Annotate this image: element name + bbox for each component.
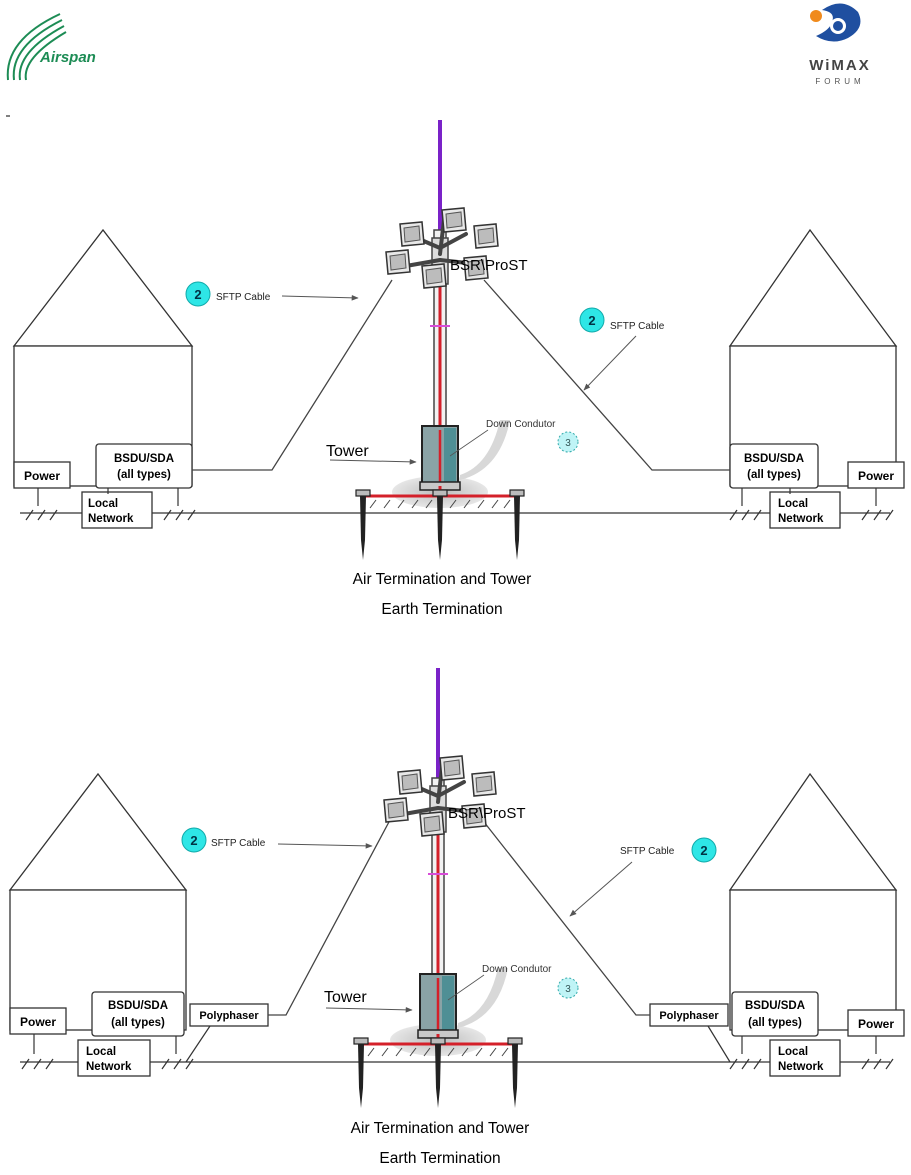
bsr-label: BSR\ProST: [450, 257, 528, 274]
polyphaser-label-right: Polyphaser: [659, 1010, 719, 1022]
sftp-cable-left: [268, 819, 391, 1016]
cable-number-right: 2: [700, 843, 707, 858]
network-label-left-1: Local: [88, 498, 118, 510]
power-label-right: Power: [858, 469, 894, 483]
bsdu-label-right-1: BSDU/SDA: [744, 453, 804, 465]
sftp-cable-left: [192, 279, 393, 471]
bsdu-box-left: [91, 991, 185, 1037]
power-label-left: Power: [20, 1015, 56, 1029]
tower-1: [356, 120, 524, 560]
sftp-cable-right: [483, 821, 650, 1016]
sftp-cable-right: [483, 279, 730, 471]
cable-number-left: 2: [194, 287, 201, 302]
wimax-logo-text: WiMAX: [809, 57, 871, 74]
airspan-logo-text: Airspan: [39, 49, 96, 66]
cable-number-badge-left: [181, 827, 207, 853]
network-label-right-2: Network: [778, 1061, 824, 1073]
cable-number-left: 2: [190, 833, 197, 848]
cable-label-right: SFTP Cable: [610, 321, 665, 332]
network-label-left-1: Local: [86, 1046, 116, 1058]
down-conductor-badge: [557, 977, 579, 999]
bsdu-label-left-1: BSDU/SDA: [108, 1000, 168, 1012]
network-label-right-2: Network: [778, 513, 824, 525]
bsdu-label-right-1: BSDU/SDA: [745, 1000, 805, 1012]
caption-line-2: Earth Termination: [379, 1150, 500, 1167]
down-conductor-label: Down Condutor: [482, 964, 552, 975]
power-label-left: Power: [24, 469, 60, 483]
power-label-right: Power: [858, 1017, 894, 1031]
left-building: Power BSDU/SDA (all types) Local Network: [12, 228, 196, 529]
airspan-logo: Airspan: [6, 13, 96, 81]
cable-arrow-left: [281, 295, 359, 301]
caption-line-1: Air Termination and Tower: [353, 571, 532, 588]
down-conductor-number: 3: [565, 438, 571, 449]
cable-arrow-left: [277, 843, 373, 849]
network-label-left-2: Network: [88, 513, 134, 525]
cable-arrow-right: [583, 335, 637, 391]
down-conductor-leader: [447, 974, 485, 1001]
right-building: Power BSDU/SDA (all types) Polyphaser Lo…: [649, 772, 905, 1077]
power-box-right: [847, 1009, 905, 1037]
network-box-left: [77, 1039, 151, 1077]
power-box-left: [13, 461, 71, 489]
tower-label: Tower: [324, 989, 367, 1006]
right-building-roof: [728, 228, 898, 347]
bsr-label: BSR\ProST: [448, 805, 526, 822]
sftp-callout-left: 2 SFTP Cable: [185, 281, 359, 307]
tower-label: Tower: [326, 443, 369, 460]
wimax-logo-icon: [810, 3, 861, 42]
down-conductor-label: Down Condutor: [486, 419, 556, 430]
bsdu-box-right: [731, 991, 819, 1037]
network-box-right: [769, 491, 841, 529]
left-building-roof: [8, 772, 188, 891]
sftp-callout-right: SFTP Cable 2: [569, 837, 717, 917]
down-conductor-badge: [557, 431, 579, 453]
diagram-1: Power BSDU/SDA (all types) Local Network…: [12, 120, 905, 618]
airspan-swoosh-icon: [6, 13, 67, 81]
wimax-forum-text: FORUM: [815, 77, 864, 86]
wimax-logo: WiMAX FORUM: [809, 3, 871, 86]
down-conductor-leader: [449, 429, 489, 457]
caption-line-2: Earth Termination: [381, 601, 502, 618]
right-building: Power BSDU/SDA (all types) Local Network: [728, 228, 905, 529]
network-label-right-1: Local: [778, 498, 808, 510]
cable-label-left: SFTP Cable: [211, 838, 266, 849]
cable-arrow-right: [569, 861, 633, 917]
network-box-left: [81, 491, 153, 529]
bsdu-label-left-1: BSDU/SDA: [114, 453, 174, 465]
bsdu-label-right-2: (all types): [748, 1017, 802, 1029]
sftp-callout-right: 2 SFTP Cable: [579, 307, 665, 391]
bsdu-box-right: [729, 443, 819, 489]
left-building: Power BSDU/SDA (all types) Polyphaser Lo…: [8, 772, 269, 1077]
left-building-roof: [12, 228, 194, 347]
tower-2: [354, 668, 522, 1108]
cable-label-left: SFTP Cable: [216, 292, 271, 303]
cable-label-right: SFTP Cable: [620, 846, 675, 857]
right-building-roof: [728, 772, 898, 891]
power-box-right: [847, 461, 905, 489]
sftp-callout-left: 2 SFTP Cable: [181, 827, 373, 853]
cable-number-badge-right: [579, 307, 605, 333]
cable-number-badge-left: [185, 281, 211, 307]
cable-number-right: 2: [588, 313, 595, 328]
network-box-right: [769, 1039, 841, 1077]
down-conductor-number: 3: [565, 984, 571, 995]
bsdu-label-left-2: (all types): [117, 469, 171, 481]
caption-line-1: Air Termination and Tower: [351, 1120, 530, 1137]
tower-arrow: [325, 1007, 413, 1013]
power-box-left: [9, 1007, 67, 1035]
diagram-2: Power BSDU/SDA (all types) Polyphaser Lo…: [8, 668, 905, 1167]
tower-arrow: [329, 459, 417, 465]
bsdu-label-right-2: (all types): [747, 469, 801, 481]
bsdu-box-left: [95, 443, 193, 489]
network-label-right-1: Local: [778, 1046, 808, 1058]
cable-number-badge-right: [691, 837, 717, 863]
polyphaser-label-left: Polyphaser: [199, 1010, 259, 1022]
network-label-left-2: Network: [86, 1061, 132, 1073]
bsdu-label-left-2: (all types): [111, 1017, 165, 1029]
